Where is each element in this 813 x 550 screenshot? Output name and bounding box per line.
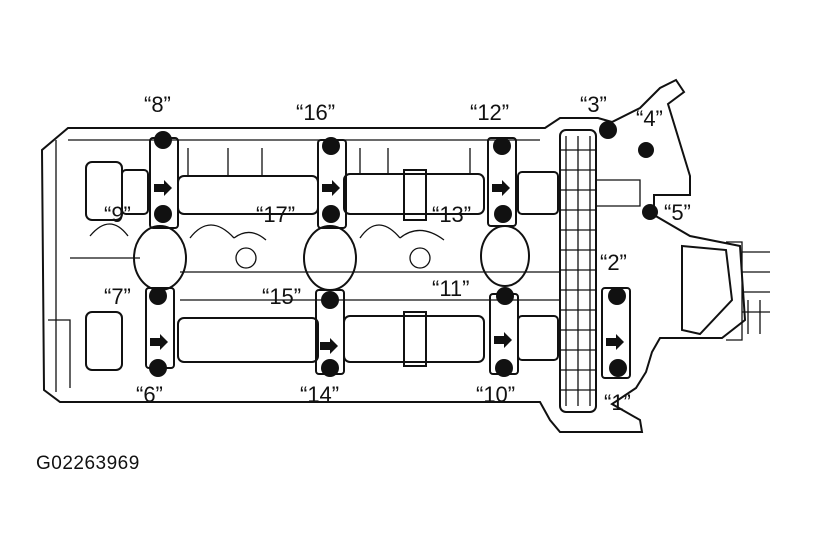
bolt-11 — [496, 287, 514, 305]
label-3: “3” — [580, 92, 607, 117]
bolt-labels: “1” “2” “3” “4” “5” “6” “7” “8” “9” “10”… — [104, 92, 691, 415]
label-4: “4” — [636, 106, 663, 131]
label-16: “16” — [296, 100, 335, 125]
bolt-16 — [322, 137, 340, 155]
bolt-5 — [642, 204, 658, 220]
bolt-10 — [495, 359, 513, 377]
label-7: “7” — [104, 284, 131, 309]
label-9: “9” — [104, 202, 131, 227]
timing-chain — [559, 129, 597, 413]
label-1: “1” — [604, 390, 631, 415]
label-17: “17” — [256, 202, 295, 227]
label-15: “15” — [262, 284, 301, 309]
bolts — [149, 121, 658, 377]
end-fitting — [681, 241, 770, 341]
bolt-9 — [154, 205, 172, 223]
bolt-4 — [638, 142, 654, 158]
bolt-2 — [608, 287, 626, 305]
label-2: “2” — [600, 250, 627, 275]
bolt-14 — [321, 359, 339, 377]
bolt-17 — [322, 205, 340, 223]
bolt-12 — [493, 137, 511, 155]
bolt-1 — [609, 359, 627, 377]
bolt-13 — [494, 205, 512, 223]
bolt-7 — [149, 287, 167, 305]
label-6: “6” — [136, 382, 163, 407]
label-8: “8” — [144, 92, 171, 117]
label-13: “13” — [432, 202, 471, 227]
cylinder-head-outline — [40, 78, 747, 433]
lower-camshaft — [85, 311, 559, 371]
bolt-15 — [321, 291, 339, 309]
cap-arrow-marks — [150, 180, 624, 354]
bolt-6 — [149, 359, 167, 377]
label-11: “11” — [432, 276, 470, 301]
figure-code: G02263969 — [36, 453, 140, 474]
label-14: “14” — [300, 382, 339, 407]
label-10: “10” — [476, 382, 515, 407]
bolt-3 — [599, 121, 617, 139]
bolt-8 — [154, 131, 172, 149]
label-12: “12” — [470, 100, 509, 125]
label-5: “5” — [664, 200, 691, 225]
